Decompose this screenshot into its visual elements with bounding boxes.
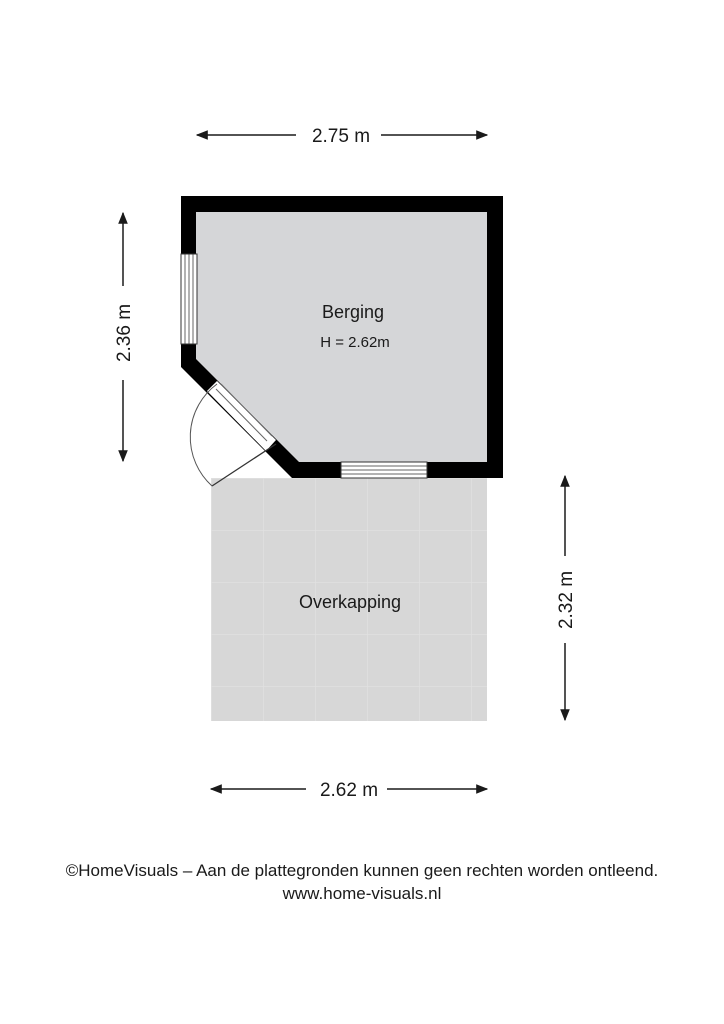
dimension-bottom-label: 2.62 m bbox=[320, 780, 378, 801]
bottom-window bbox=[340, 461, 428, 479]
dimension-right-label: 2.32 m bbox=[556, 571, 577, 629]
berging-floor bbox=[196, 212, 487, 462]
berging-label: Berging bbox=[322, 302, 384, 322]
overkapping-area: Overkapping bbox=[211, 478, 487, 721]
dimension-right: 2.32 m bbox=[556, 474, 577, 722]
berging-height: H = 2.62m bbox=[320, 334, 390, 351]
footer-copyright: ©HomeVisuals – Aan de plattegronden kunn… bbox=[65, 861, 659, 880]
dimension-top: 2.75 m bbox=[195, 126, 489, 147]
dimension-bottom: 2.62 m bbox=[209, 780, 489, 801]
dimension-left-label: 2.36 m bbox=[114, 304, 135, 362]
dimension-left: 2.36 m bbox=[114, 211, 135, 463]
left-window bbox=[180, 253, 198, 345]
entrance-door bbox=[189, 381, 277, 487]
dimension-top-label: 2.75 m bbox=[312, 126, 370, 147]
overkapping-label: Overkapping bbox=[299, 592, 401, 612]
berging-room: Berging H = 2.62m bbox=[180, 196, 503, 487]
overkapping-floor bbox=[211, 478, 487, 721]
footer-url: www.home-visuals.nl bbox=[282, 884, 442, 903]
